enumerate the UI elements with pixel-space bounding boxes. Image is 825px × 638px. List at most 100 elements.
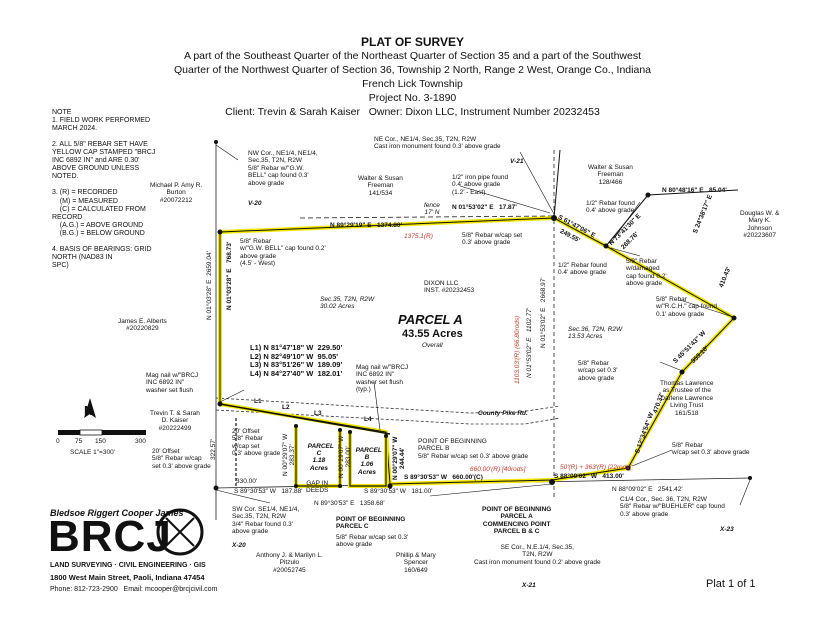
bearing-south-east-record: 50'(R) + 363'(R) [22rods] (560, 464, 632, 471)
pob-c-label: POINT OF BEGINNING PARCEL C (336, 516, 406, 531)
bearing-ne-line: N 80°48'16" E 85.04' (662, 187, 727, 194)
pob-a-label: POINT OF BEGINNING PARCEL A COMMENCING P… (482, 506, 552, 536)
kaiser-label: Trevin T. & Sarah D. Kaiser #20222499 (150, 410, 200, 432)
company-logo-text: BRCJ (48, 512, 172, 561)
monuments (213, 140, 752, 491)
bearing-top-right: N 01°53'02" E 17.87' (452, 204, 517, 211)
nw-corner-label: NW Cor., NE1/4, NE1/4, Sec.35, T2N, R2W … (248, 150, 318, 187)
rebar-set-e-label: 5/8" Rebar w/cap set 0.3' above grade (578, 360, 618, 382)
parcel-a-acres: 43.55 Acres (402, 328, 463, 340)
se-corner-label: SE Cor., N.E.1/4, Sec.35, T2N, R2W Cast … (474, 544, 601, 566)
pob-c-sub-label: 5/8" Rebar w/cap set 0.3' above grade (336, 534, 409, 549)
mag-nail-1-label: Mag nail w/"BRCJ INC 6892 IN" washer set… (146, 372, 199, 394)
sw-corner-label: SW Cor. SE1/4, NE1/4, Sec.35, T2N, R2W 3… (232, 506, 300, 536)
plat-title: PLAT OF SURVEY (361, 35, 464, 49)
county-road-label: County Pike Rd. (478, 410, 528, 417)
note-line: ABOVE GROUND UNLESS (52, 165, 140, 173)
scale-tick-300: 300 (135, 438, 146, 445)
distance-west-322: 322.57' (210, 438, 217, 460)
note-line: 4. BASIS OF BEARINGS: GRID (52, 245, 152, 253)
mag-nail-2-label: Mag nail w/"BRCJ INC 6892 IN" washer set… (356, 364, 409, 394)
line-table-row: L3) N 83°51'26" W 189.09' (250, 360, 343, 370)
rebar-half-label: 1/2" Rebar found 0.4' above grade (586, 200, 635, 215)
freeman-141-label: Walter & Susan Freeman 141/534 (358, 175, 403, 197)
client-owner-line: Client: Trevin & Sarah Kaiser Owner: Dix… (225, 106, 600, 118)
parcel-a-overall: Overall (422, 342, 443, 349)
x20-label: X-20 (232, 542, 246, 549)
burton-label: Michael P. Amy R. Burton #20072212 (150, 182, 203, 204)
lawrence-label: Thomas Lawrence as Trustee of the Darlen… (660, 380, 714, 417)
bearing-mid-vertical: N 01°53'02" E 1102.77' (526, 307, 533, 378)
bearing-south-main-record: 660.00'(R) [40rods] (470, 466, 526, 473)
bearing-parcel-c-east: N 00°29'07" W 283.00' (338, 435, 353, 478)
line-table-row: L4) N 84°27'40" W 182.01' (250, 368, 343, 378)
gap-in-deeds-label: GAP IN DEEDS (306, 480, 329, 495)
c14-corner-label: C1/4 Cor., Sec. 36, T2N, R2W 5/8" Rebar … (620, 496, 725, 518)
company-name: Bledsoe Riggert Cooper James (50, 508, 184, 518)
line-mark-l2: L2 (282, 404, 290, 411)
page-indicator: Plat 1 of 1 (706, 578, 756, 590)
note-line: (A.G.) = ABOVE GROUND (52, 221, 144, 229)
scale-tick-150: 150 (95, 438, 106, 445)
bearing-top-record: 1375.1(R) (404, 233, 433, 240)
scale-label: SCALE 1"=300' (70, 449, 115, 456)
line-table-row: L1) N 81°47'18" W 229.50' (250, 343, 343, 352)
rebar-set-top-label: 5/8" Rebar w/cap set 0.3' above grade (462, 232, 523, 247)
company-address: 1800 West Main Street, Paoli, Indiana 47… (50, 573, 205, 582)
note-line: RECORD (52, 213, 83, 221)
line-mark-l4: L4 (364, 416, 372, 423)
note-line: MARCH 2024. (52, 125, 98, 133)
johnson-label: Douglas W. & Mary K. Johnson #20223607 (740, 210, 780, 240)
rebar-rch-label: 5/8" Rebar w/"R.C.H." cap found 0.1' abo… (656, 296, 717, 318)
bearing-top: N 89°29'19" E 1374.80' (330, 222, 403, 229)
freeman-128-label: Walter & Susan Freeman 128/466 (588, 164, 633, 186)
bearing-west: N 01°03'28" E 768.73' (226, 241, 233, 310)
note-line: YELLOW CAP STAMPED "BRCJ (52, 149, 156, 157)
parcel-a-name: PARCEL A (398, 312, 463, 327)
note-line: 1. FIELD WORK PERFORMED (52, 117, 151, 125)
rebar-set-se-label: 5/8" Rebar w/cap set 0.3' above grade (672, 442, 750, 457)
rebar-damaged-label: 5/8" Rebar w/damaged cap found 0.2' abov… (626, 258, 667, 288)
bearing-sw-2: N 89°30'53" E 1358.68' (314, 500, 385, 507)
line-mark-l3: L3 (314, 410, 322, 417)
v21-label: V-21 (510, 158, 524, 165)
company-tagline: LAND SURVEYING · CIVIL ENGINEERING · GIS (50, 562, 206, 569)
bearing-south-east-2: N 88°09'02" E 2541.42' (612, 486, 683, 493)
sec36-label: Sec.36, T2N, R2W 13.53 Acres (568, 326, 623, 341)
note-line: NORTH (NAD83 IN (52, 253, 113, 261)
bearing-sw-3: S 89°30'53" W 181.00' (364, 488, 433, 495)
scale-tick-0: 0 (56, 438, 60, 445)
bearing-south-east: S 88°09'02" W 413.00' (554, 473, 624, 480)
company-contact: Phone: 812-723-2900 Email: mcooper@brcjc… (50, 586, 218, 593)
x21-label: X-21 (522, 582, 536, 589)
note-line: SPC) (52, 261, 69, 269)
offset-1-label: 20' Offset 5/8" Rebar w/cap set 0.3' abo… (232, 428, 281, 458)
dixon-label: DIXON LLC INST. #20232453 (424, 280, 475, 295)
distance-330: 330.00' (236, 478, 258, 485)
line-table-row: L2) N 82°49'10" W 95.05' (250, 351, 339, 361)
note-line: (C) = CALCULATED FROM (52, 205, 146, 213)
note-line: (B.G.) = BELOW GROUND (52, 229, 145, 237)
bearing-parcel-c-west: N 00°29'07" W 283.37' (282, 433, 297, 476)
note-line: (M) = MEASURED (52, 197, 118, 205)
rebar-bell-west-label: 5/8" Rebar w/"G.W. BELL" cap found 0.2' … (240, 238, 326, 268)
v20-label: V-20 (248, 200, 262, 207)
line-mark-l1: L1 (254, 398, 262, 405)
x23-label: X-23 (720, 526, 734, 533)
note-line: 2. ALL 5/8" REBAR SET HAVE (52, 141, 148, 149)
sec35-label: Sec.35, T2N, R2W 30.02 Acres (320, 296, 375, 311)
north-arrow (84, 398, 96, 418)
title-line-2: Quarter of the Northwest Quarter of Sect… (173, 64, 652, 76)
note-line: INC 6892 IN" and ARE 0.30' (52, 157, 140, 165)
pob-b-label: POINT OF BEGINNING PARCEL B 5/8" Rebar w… (418, 438, 529, 460)
spencer-label: Phillip & Mary Spencer 160/649 (396, 552, 436, 574)
scale-tick-75: 75 (75, 438, 83, 445)
note-line: NOTED. (52, 173, 79, 181)
pitzulo-label: Anthony J. & Marilyn L. Pitzulo #2005274… (256, 552, 323, 574)
bearing-south-main: S 89°30'53" W 660.00'(C) (404, 474, 483, 481)
title-line-1: A part of the Southeast Quarter of the N… (183, 50, 642, 62)
